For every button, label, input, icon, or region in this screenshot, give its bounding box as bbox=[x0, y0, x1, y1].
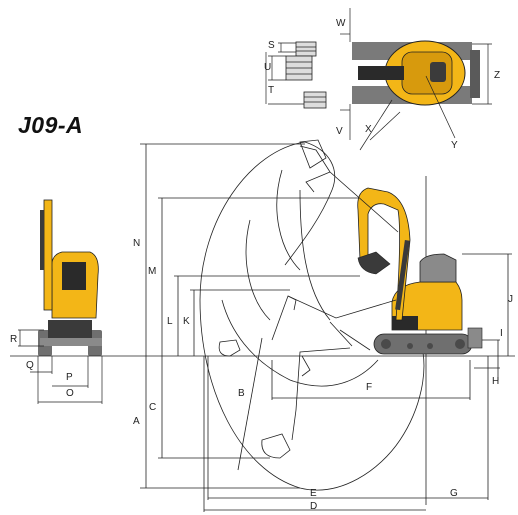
side-boom-cylinder bbox=[395, 240, 410, 311]
side-seat bbox=[419, 253, 457, 283]
dim-label-t: T bbox=[268, 85, 274, 96]
dim-label-q: Q bbox=[26, 360, 34, 371]
dim-label-z: Z bbox=[494, 70, 500, 81]
dim-label-i: I bbox=[500, 328, 503, 339]
top-bucket-3 bbox=[303, 91, 327, 109]
top-blade bbox=[470, 50, 480, 98]
model-title: J09-A bbox=[18, 112, 84, 138]
dim-label-d: D bbox=[310, 501, 317, 512]
dim-label-b: B bbox=[238, 388, 245, 399]
top-bucket-1 bbox=[295, 41, 317, 57]
top-boom bbox=[358, 66, 404, 80]
dim-label-o: O bbox=[66, 388, 74, 399]
dim-label-p: P bbox=[66, 372, 73, 383]
side-blade bbox=[467, 327, 483, 349]
dim-label-r: R bbox=[10, 334, 17, 345]
dim-label-c: C bbox=[149, 402, 156, 413]
dim-label-a: A bbox=[133, 416, 140, 427]
dim-label-j: J bbox=[508, 294, 513, 305]
dim-label-k: K bbox=[183, 316, 190, 327]
dim-label-w: W bbox=[336, 18, 346, 29]
reach-envelope bbox=[199, 141, 425, 491]
front-cylinder bbox=[40, 210, 44, 270]
dim-label-x: X bbox=[365, 124, 372, 135]
dim-label-g: G bbox=[450, 488, 458, 499]
dim-label-h: H bbox=[492, 376, 499, 387]
dim-label-m: M bbox=[148, 266, 156, 277]
side-boom bbox=[357, 187, 411, 321]
front-seat bbox=[62, 262, 86, 290]
dim-label-y: Y bbox=[451, 140, 458, 151]
dim-label-v: V bbox=[336, 126, 343, 137]
dim-label-u: U bbox=[264, 62, 271, 73]
dim-label-n: N bbox=[133, 238, 140, 249]
front-view: R Q P O bbox=[10, 199, 103, 404]
side-bucket-raised bbox=[357, 251, 391, 275]
top-seat bbox=[430, 62, 446, 82]
ghost-arm-positions bbox=[218, 139, 399, 459]
dim-label-s: S bbox=[268, 40, 275, 51]
dim-label-f: F bbox=[366, 382, 372, 393]
top-view: S U T W V X Y Z bbox=[264, 8, 500, 151]
front-undercarriage bbox=[48, 320, 92, 338]
dim-label-e: E bbox=[310, 488, 317, 499]
dim-label-l: L bbox=[167, 316, 173, 327]
front-blade bbox=[40, 338, 102, 346]
front-boom bbox=[43, 199, 53, 311]
